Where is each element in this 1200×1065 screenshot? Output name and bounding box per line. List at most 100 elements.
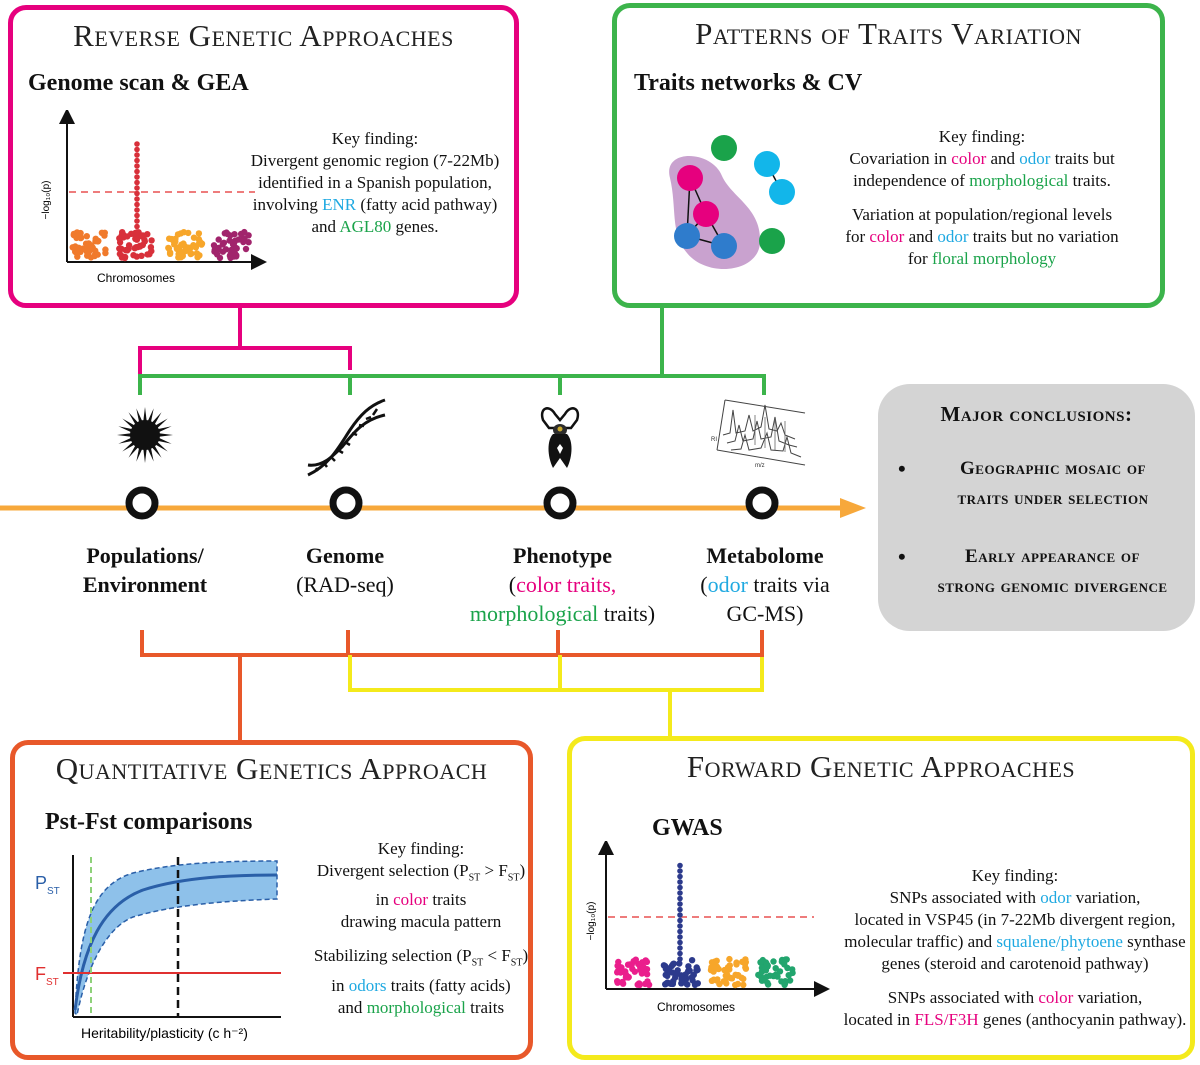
snp-point [221,230,228,237]
bullet-icon: • [898,544,906,569]
snp-point [677,945,683,951]
stage-node-metabolome [745,486,779,520]
snp-point [134,185,140,191]
snp-point [739,958,746,965]
snp-point [667,980,675,987]
gwas-plot-ylabel: −log₁₀(p) [586,902,597,941]
traits-network-diagram [669,135,795,270]
snp-point [188,250,195,257]
snp-point [134,190,140,197]
snp-point [732,981,739,989]
quant-title: Quantitative Genetics Approach [55,751,488,786]
snp-point [77,234,84,242]
snp-point [733,961,740,968]
forward-title: Forward Genetic Approaches [686,749,1076,784]
gwas-snp-points [614,862,796,989]
snp-point [677,950,683,957]
timeline-arrowhead [840,498,866,518]
pst-confidence-band [74,860,278,1017]
snp-point [723,974,730,982]
snp-point [241,235,248,242]
snp-point [173,245,181,252]
snp-point [122,246,129,254]
pst-curve [73,873,278,1011]
gwas-plot-xlabel: Chromosomes [657,1000,735,1014]
snp-point [232,251,239,258]
snp-point [94,251,101,258]
snp-point [677,917,683,924]
snp-point [144,251,151,258]
snp-point [134,157,140,164]
snp-point [758,977,766,984]
snp-point [175,250,182,258]
snp-point [245,239,252,246]
snp-point [614,979,621,986]
snp-point [75,244,82,251]
snp-point [138,233,146,240]
snp-point [215,246,222,253]
snp-point [190,234,198,241]
snp-point [781,961,788,968]
quantitative-genetics-panel: Quantitative Genetics Approach Pst-Fst c… [10,740,533,1060]
snp-point [772,965,779,972]
snp-point [670,960,677,967]
chromatogram-icon: RI m/z [711,399,806,469]
snp-point [233,245,240,252]
snp-point [195,230,203,237]
snp-point [723,980,730,987]
snp-point [134,201,140,208]
snp-point [226,237,233,244]
snp-point [168,236,175,243]
snp-point [185,229,192,237]
snp-point [242,245,250,253]
snp-point [101,232,108,239]
snp-point [120,231,127,238]
snp-point [116,239,124,246]
snp-point [134,168,140,175]
snp-point [678,976,685,983]
svg-text:m/z: m/z [755,463,765,469]
snp-point [87,254,95,261]
snp-point [77,229,84,237]
patterns-title: Patterns of Traits Variation [695,16,1082,51]
conclusions-title: Major conclusions: [940,402,1133,426]
snp-point [726,966,733,973]
snp-point [740,981,747,989]
snp-point [215,236,222,243]
snp-point [134,141,140,147]
snp-point [677,939,683,946]
snp-point [677,862,683,869]
reverse-subtitle: Genome scan & GEA [28,70,249,96]
stage-genome-label: Genome(RAD-seq) [296,543,394,597]
snp-point [677,884,683,891]
reverse-key-finding: Key finding: Divergent genomic region (7… [250,129,500,236]
fst-axis-label: FST [35,964,59,988]
forward-subtitle: GWAS [652,815,723,841]
snp-point [619,978,626,986]
snp-point [764,979,771,987]
reverse-plot-xlabel: Chromosomes [97,271,175,285]
snp-point [676,960,683,967]
snp-point [134,146,140,153]
snp-point [728,975,736,982]
snp-point [134,243,142,251]
odor-trait-node [674,223,700,249]
snp-point [617,969,624,976]
odor-trait-node [711,233,737,259]
snp-point [166,249,174,256]
snp-point [710,968,717,975]
snp-point [177,230,184,237]
snp-point [216,254,224,262]
snp-point [677,873,683,880]
snp-point [148,237,155,244]
snp-point [231,231,238,238]
snp-point [642,957,649,964]
snp-point [183,247,190,254]
snp-point [763,961,770,968]
stage-node-phenotype [543,486,577,520]
sun-icon [117,407,173,463]
morphological-trait-node [759,228,785,254]
snp-point [677,868,683,874]
stage-node-genome [329,486,363,520]
